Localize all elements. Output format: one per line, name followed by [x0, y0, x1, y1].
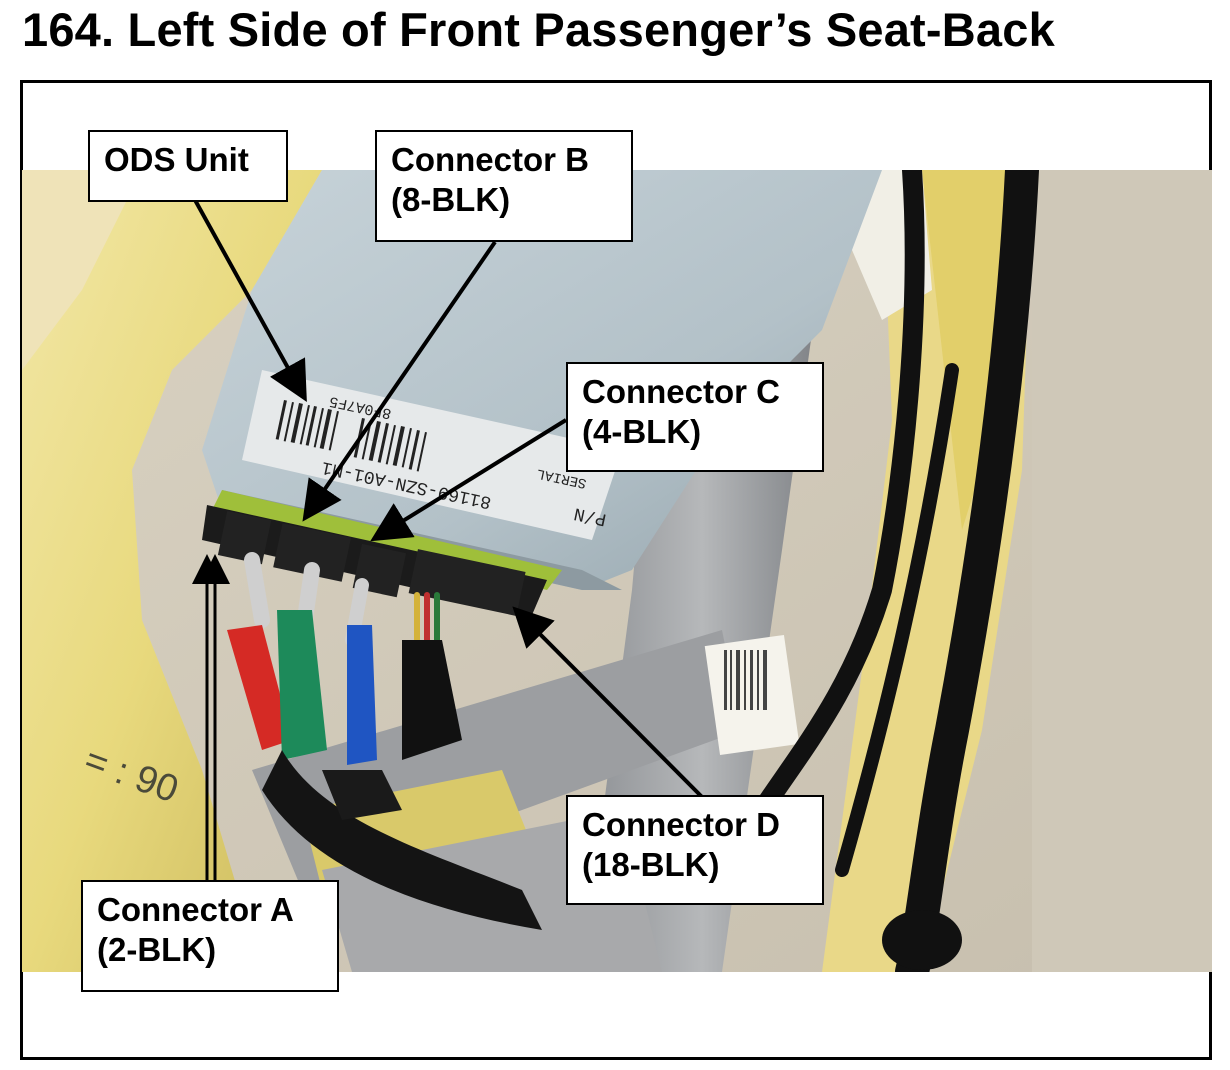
page-title: 164. Left Side of Front Passenger’s Seat…: [22, 3, 1055, 56]
callout-ods-unit-line1: ODS Unit: [104, 141, 249, 178]
callout-ods-unit: ODS Unit: [88, 130, 288, 202]
callout-connector-c-line1: Connector C: [582, 373, 780, 410]
callout-connector-d-line2: (18-BLK): [582, 846, 720, 883]
callout-connector-c-line2: (4-BLK): [582, 413, 702, 450]
callout-connector-b-line2: (8-BLK): [391, 181, 511, 218]
callout-connector-c: Connector C (4-BLK): [566, 362, 824, 472]
callout-connector-b: Connector B (8-BLK): [375, 130, 633, 242]
callout-connector-a: Connector A (2-BLK): [81, 880, 339, 992]
callout-connector-a-line2: (2-BLK): [97, 931, 217, 968]
callout-connector-b-line1: Connector B: [391, 141, 589, 178]
callout-connector-d: Connector D (18-BLK): [566, 795, 824, 905]
callout-connector-d-line1: Connector D: [582, 806, 780, 843]
callout-connector-a-line1: Connector A: [97, 891, 294, 928]
